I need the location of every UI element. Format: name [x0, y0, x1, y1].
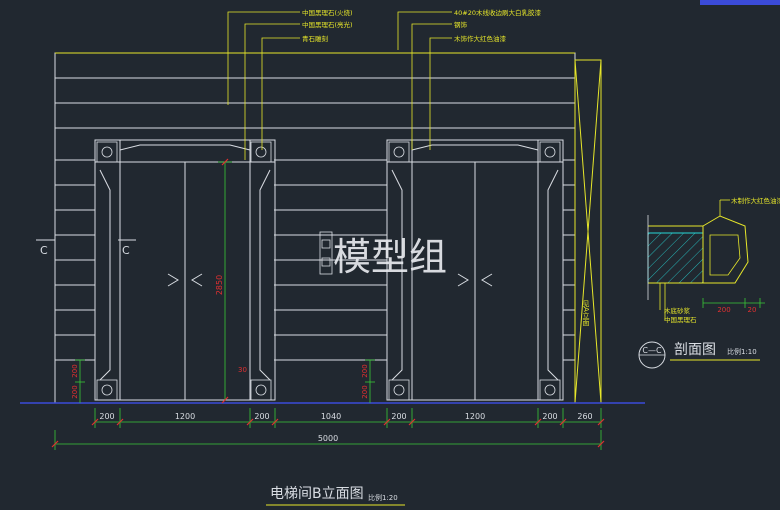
anno-left-1: 中国黑理石(火烧): [302, 8, 353, 17]
section-mark-right: C: [122, 244, 130, 257]
anno-left-3: 青石雕刻: [302, 34, 328, 43]
dim-seg-2: 1200: [175, 412, 195, 421]
section-scale: 比例1:10: [727, 347, 757, 356]
dim-seg-4: 1040: [321, 412, 341, 421]
mid-small-dims: [365, 359, 375, 403]
section-symbol: [638, 341, 666, 369]
door-handles-right: [457, 273, 493, 287]
dim-total: 5000: [318, 434, 338, 443]
dim-seg-1: 200: [99, 412, 114, 421]
section-label-2: 木底砂浆: [664, 306, 691, 315]
dim-seg-5: 200: [391, 412, 406, 421]
anno-right-2: 钢饰: [454, 20, 468, 29]
section-mark-left: C: [40, 244, 48, 257]
height-ticks: [221, 158, 229, 404]
drawing-title: 电梯间B立面图: [270, 486, 364, 502]
anno-left-2: 中国黑理石(亮光): [302, 20, 353, 29]
dim-mid-h1: 200: [361, 364, 369, 377]
dim-seg-8: 260: [577, 412, 592, 421]
dimension-ticks: [51, 418, 605, 448]
section-label-1: 木制作大红色油漆: [731, 196, 780, 205]
door-ornaments-left: [96, 141, 272, 401]
dim-mid-h2: 200: [361, 385, 369, 398]
dimension-chain: [54, 408, 602, 450]
dim-seg-7: 200: [542, 412, 557, 421]
section-label-3: 中国黑理石: [664, 315, 697, 324]
section-detail: [647, 199, 765, 320]
dim-left-h1: 200: [71, 364, 79, 377]
dim-seg-6: 1200: [465, 412, 485, 421]
watermark: 模型组: [333, 235, 447, 279]
anno-right-3: 木饰作大红色油漆: [454, 34, 507, 43]
dim-left-h2: 200: [71, 385, 79, 398]
dim-mid-small: 30: [238, 366, 247, 374]
left-small-dims: [75, 359, 85, 403]
window-scrollbar[interactable]: [700, 0, 780, 5]
drawing-scale: 比例1:20: [368, 493, 398, 502]
leader-lines-left: [227, 11, 300, 160]
side-cross-marker: [574, 59, 602, 404]
section-title: 剖面图: [674, 342, 716, 358]
door-frame-left: [94, 139, 276, 401]
dim-door-height: 2850: [215, 275, 224, 295]
anno-right-1: 40#20木线收边刷大白乳胶漆: [454, 8, 541, 17]
section-dim-1: 200: [717, 306, 730, 314]
section-dim-2: 20: [748, 306, 757, 314]
dim-seg-3: 200: [254, 412, 269, 421]
section-symbol-text: C—C: [642, 346, 662, 355]
side-label: 见A立面: [582, 300, 590, 327]
door-handles-left: [167, 273, 203, 287]
call-button-panel: [319, 231, 333, 275]
section-hatch-block: [647, 232, 704, 284]
leader-lines-right: [397, 11, 452, 150]
door-ornaments-right: [388, 141, 561, 401]
wall-panel: [54, 52, 576, 404]
wall-outline: [54, 52, 576, 404]
